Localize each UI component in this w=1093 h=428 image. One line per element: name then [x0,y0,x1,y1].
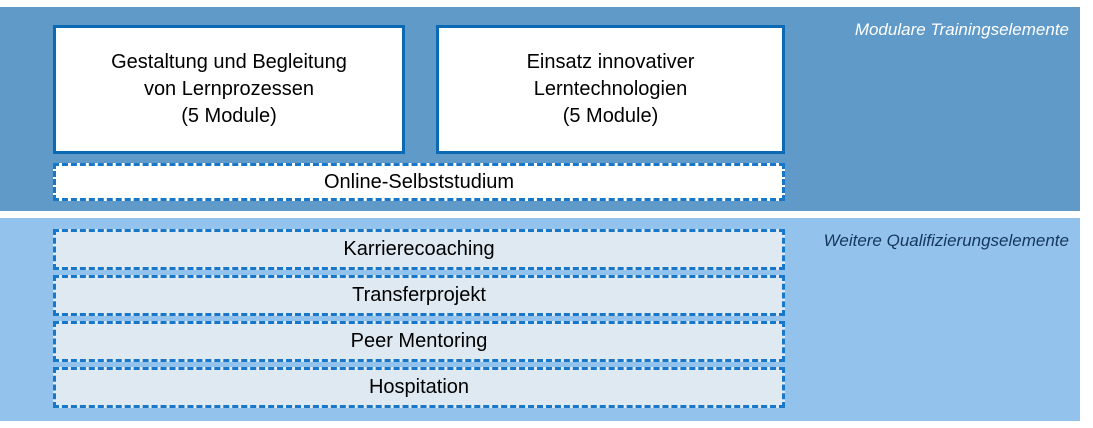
section-caption-modulare-trainingselemente: Modulare Trainingselemente [854,20,1069,39]
box-label: Peer Mentoring [350,330,488,352]
box-transferprojekt[interactable]: Transferprojekt [53,275,785,316]
box-label: Online-Selbststudium [323,170,515,193]
box-einsatz-innovativer-lerntechnologien[interactable]: Einsatz innovativer Lerntechnologien (5 … [436,25,785,154]
box-text-block: Einsatz innovativer Lerntechnologien (5 … [527,49,695,130]
section-modulare-trainingselemente: Modulare Trainingselemente Gestaltung un… [0,7,1080,211]
box-label: Karrierecoaching [343,238,495,260]
box-label: Transferprojekt [352,284,486,306]
box-text-line-2: von Lernprozessen [143,78,315,100]
box-hospitation[interactable]: Hospitation [53,367,785,408]
box-peer-mentoring[interactable]: Peer Mentoring [53,321,785,362]
box-text-line-1: Einsatz innovativer [526,51,695,73]
box-online-selbststudium[interactable]: Online-Selbststudium [53,163,785,201]
box-text-line-3: (5 Module) [562,105,659,127]
box-text-block: Gestaltung und Begleitung von Lernprozes… [111,49,347,130]
box-text-line-3: (5 Module) [181,105,277,127]
box-label: Hospitation [368,376,470,398]
box-text-line-1: Gestaltung und Begleitung [111,51,347,73]
box-gestaltung-und-begleitung-von-lernprozessen[interactable]: Gestaltung und Begleitung von Lernprozes… [53,25,405,154]
box-karrierecoaching[interactable]: Karrierecoaching [53,229,785,270]
section-caption-weitere-qualifizierungselemente: Weitere Qualifizierungselemente [823,231,1069,250]
box-text-line-2: Lerntechnologien [533,78,688,100]
section-weitere-qualifizierungselemente: Weitere Qualifizierungselemente Karriere… [0,218,1080,421]
